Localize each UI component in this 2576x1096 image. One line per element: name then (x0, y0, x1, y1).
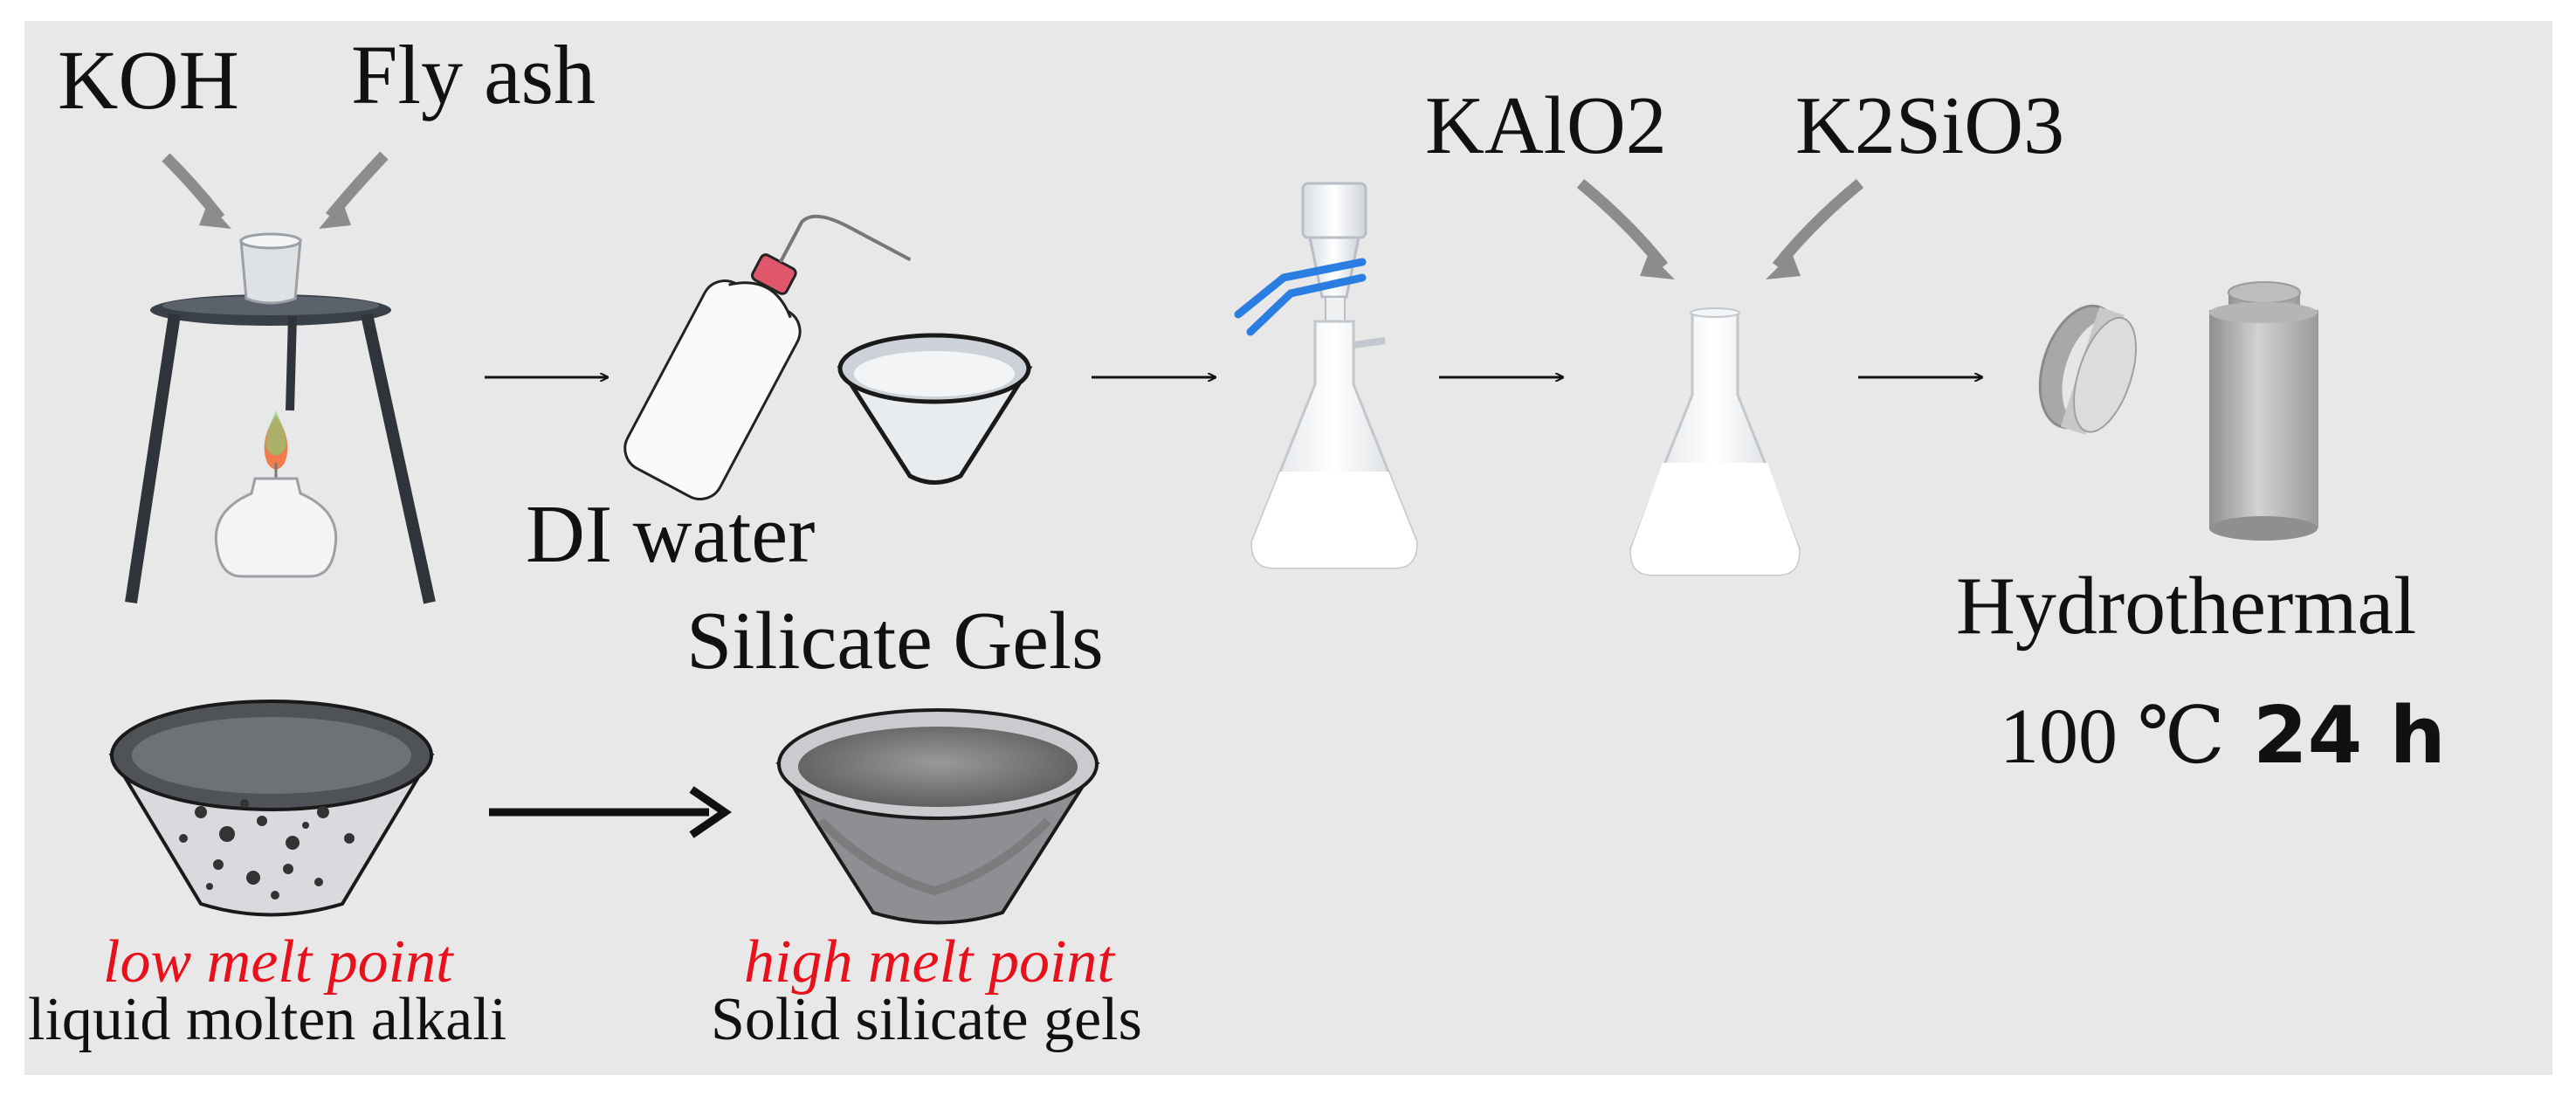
label-koh: KOH (58, 33, 239, 127)
label-kalo2: KAlO2 (1425, 80, 1667, 171)
label-time: 24 h (2253, 690, 2446, 782)
k2sio3-arrow (1766, 178, 1864, 279)
liquid-bowl-icon (108, 700, 435, 917)
erlenmeyer-flask-icon (1629, 307, 1801, 576)
label-k2sio3: K2SiO3 (1795, 80, 2065, 171)
label-solid-silicate-gels: Solid silicate gels (711, 986, 1142, 1053)
phase-arrow-head (689, 786, 732, 838)
label-fly-ash: Fly ash (351, 28, 596, 121)
gel-bowl-icon (775, 708, 1100, 925)
kalo2-arrow (1576, 178, 1675, 279)
label-high-melt-point: high melt point (744, 928, 1114, 996)
label-di-water: DI water (526, 489, 816, 580)
suction-filter-flask-icon (1234, 182, 1418, 569)
label-silicate-gels: Silicate Gels (686, 596, 1104, 686)
wash-bottle-icon (623, 214, 912, 500)
label-hydrothermal: Hydrothermal (1956, 561, 2417, 651)
label-low-melt-point: low melt point (103, 928, 453, 996)
label-liquid-molten-alkali: liquid molten alkali (28, 986, 507, 1053)
label-temperature: 100 ℃ (2000, 693, 2226, 780)
evaporating-dish-icon (837, 333, 1033, 485)
fly-ash-arrow (319, 151, 389, 229)
autoclave-icon (2038, 281, 2318, 541)
tripod-burner-icon (125, 232, 436, 604)
koh-arrow (162, 153, 231, 229)
